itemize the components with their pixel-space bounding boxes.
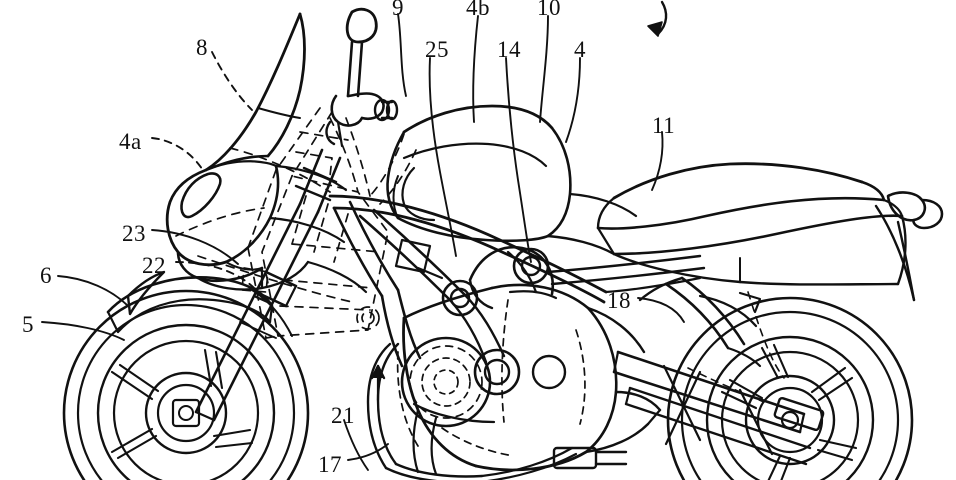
reference-numeral-10: 10 [537,0,561,20]
leader-6 [57,275,129,307]
leader-11 [651,131,664,191]
reference-numeral-25: 25 [425,37,449,62]
reference-numeral-9: 9 [392,0,404,20]
front-wheel-group [62,289,310,480]
leader-4 [565,57,581,143]
reference-numeral-6: 6 [40,263,52,288]
leader-4a [151,137,205,173]
reference-numeral-4b: 4b [466,0,490,20]
front-fork [194,148,342,422]
leader-8 [211,51,253,111]
seat [596,162,944,302]
leader-5 [41,321,125,341]
reference-numeral-14: 14 [497,37,521,62]
leader-9 [397,13,407,97]
leader-14 [505,57,532,263]
reference-numeral-23: 23 [122,221,146,246]
rear-wheel-spokes [720,343,858,480]
leader-lines [41,13,685,471]
reference-numeral-4a: 4a [119,129,142,154]
reference-numeral-22: 22 [142,253,166,278]
main-frame [328,194,706,368]
leader-4b [472,15,479,123]
reference-numeral-18: 18 [607,288,631,313]
leader-10 [539,15,549,123]
reference-numeral-8: 8 [196,35,208,60]
hidden-internals-dashed [175,107,417,339]
leader-23 [151,229,239,265]
leader-17 [347,443,389,461]
engine [396,245,662,472]
leader-21 [343,419,369,471]
reference-numeral-11: 11 [652,113,676,138]
swingarm [612,276,825,466]
forward-direction-arrow [647,0,668,37]
leader-18 [637,297,685,323]
exhaust-and-guard [366,342,628,480]
fuel-tank [386,104,638,256]
reference-numeral-17: 17 [318,452,342,477]
front-fairing [165,12,368,294]
rear-wheel-group [666,291,914,480]
mirror-assembly [325,7,399,148]
leader-25 [428,57,457,257]
front-wheel-spokes [110,348,254,460]
reference-numeral-21: 21 [331,403,355,428]
reference-numeral-4: 4 [574,37,586,62]
reference-numeral-5: 5 [22,312,34,337]
leader-22 [175,261,259,293]
